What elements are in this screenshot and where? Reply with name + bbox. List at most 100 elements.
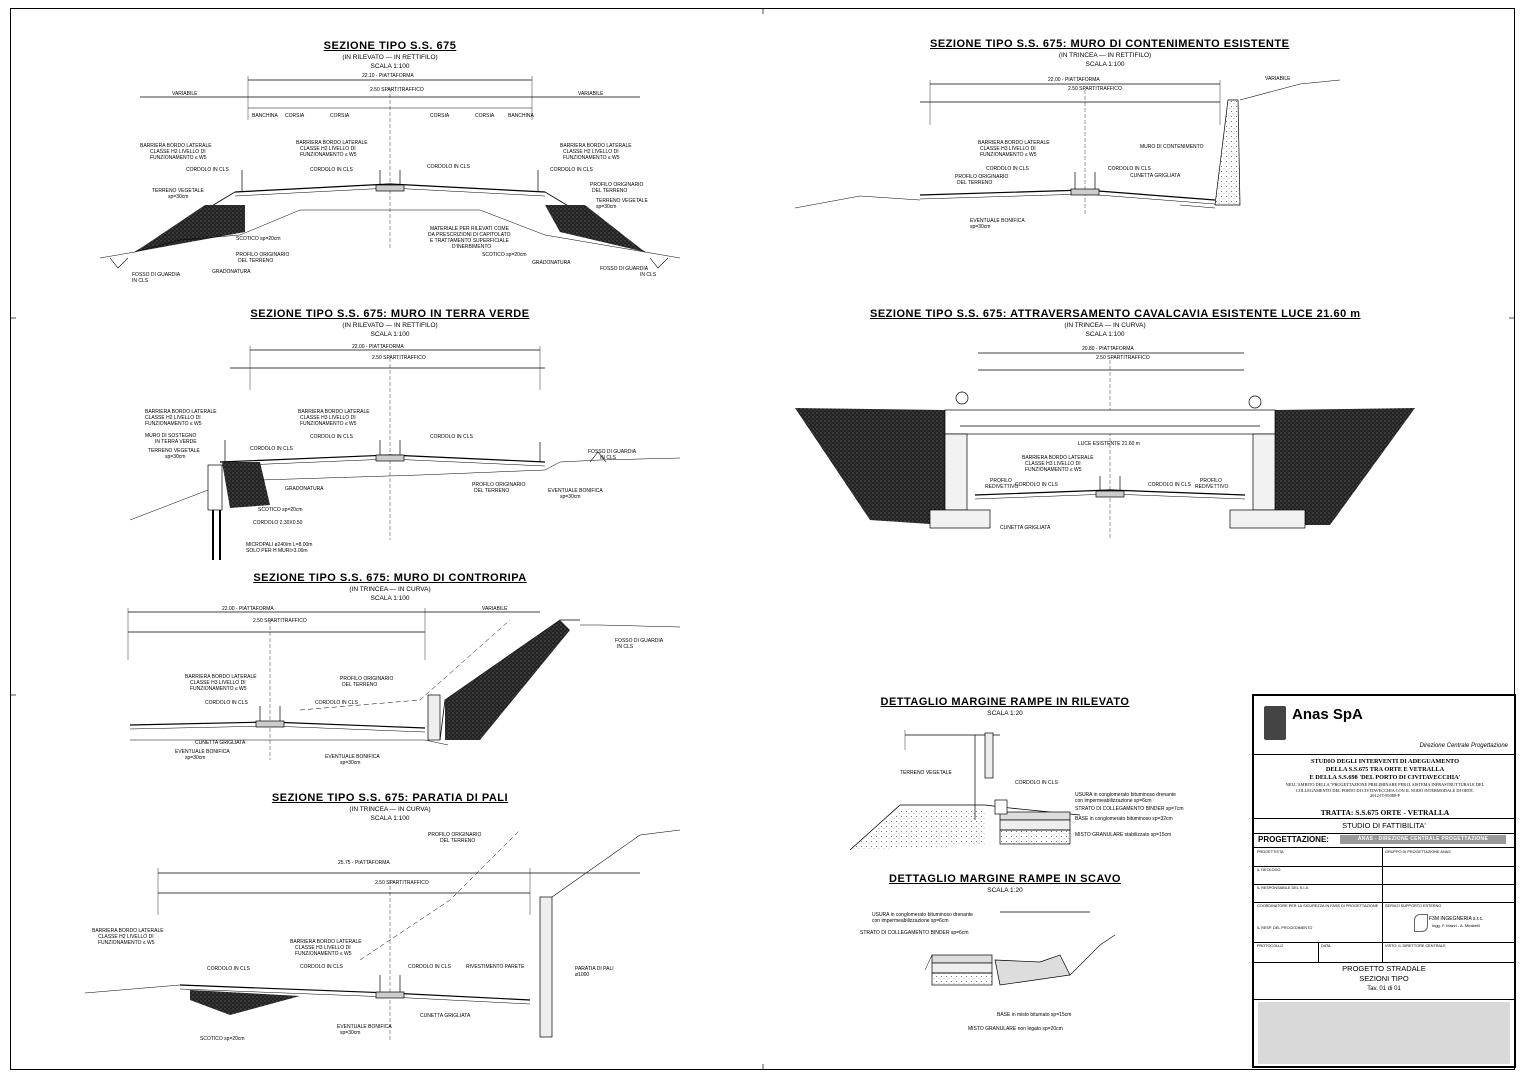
s2-cordolo-mid2: CORDOLO IN CLS — [430, 434, 473, 440]
progettista-label: PROGETTISTA — [1257, 850, 1284, 854]
s1-incls-right: IN CLS — [640, 272, 657, 278]
s1-scotico-left: SCOTICO sp=20cm — [236, 236, 281, 242]
s1-funz-left: FUNZIONAMENTO ≤ W5 — [150, 155, 207, 161]
s1-variabile-left: VARIABILE — [172, 91, 198, 97]
s4-barriera-mid: BARRIERA BORDO LATERALE — [290, 939, 362, 945]
s1-gradonatura-right: GRADONATURA — [532, 260, 571, 266]
section-1-subtitle: (IN RILEVATO — IN RETTIFILO) — [342, 54, 438, 61]
s4-profilo: PROFILO ORIGINARIO — [428, 832, 481, 838]
s1-funz-mid: FUNZIONAMENTO ≤ W5 — [300, 152, 357, 158]
row-coordinatore: COORDINATORE PER LA SICUREZZA IN FASE DI… — [1254, 902, 1514, 943]
section-4-drawing — [84, 829, 681, 1040]
s6-piattaforma: 20.80 - PIATTAFORMA — [1082, 346, 1134, 352]
drawing-name: PROGETTO STRADALE SEZIONI TIPO Tav. 01 d… — [1254, 962, 1514, 1000]
d7-cordolo: CORDOLO IN CLS — [1015, 780, 1058, 786]
s5-funz: FUNZIONAMENTO ≤ W5 — [980, 152, 1037, 158]
row-geologo: IL GEOLOGO — [1254, 866, 1514, 885]
s3-eventuale-sp-left: sp=30cm — [185, 755, 205, 761]
s5-spartitraffico: 2.50 SPARTITRAFFICO — [1068, 86, 1122, 92]
s3-fosso: FOSSO DI GUARDIA — [615, 638, 664, 644]
sezioni-tipo: SEZIONI TIPO — [1359, 974, 1409, 983]
s6-barriera: BARRIERA BORDO LATERALE — [1022, 455, 1094, 461]
s1-banchina-left: BANCHINA — [252, 113, 279, 119]
s2-eventuale: EVENTUALE BONIFICA — [548, 488, 603, 494]
s5-delterreno: DEL TERRENO — [957, 180, 992, 186]
supporto-label: SERVIZI SUPPORTO ESTERNO — [1385, 904, 1442, 908]
section-title-5: SEZIONE TIPO S.S. 675: MURO DI CONTENIME… — [930, 38, 1289, 68]
s4-funz-left: FUNZIONAMENTO ≤ W5 — [98, 940, 155, 946]
responsabile-label: IL RESPONSABILE DEL S.I.A. — [1257, 886, 1310, 890]
s5-classe: CLASSE H3 LIVELLO DI — [980, 146, 1036, 152]
tratta-label: TRATTA: S.S.675 ORTE - VETRALLA — [1320, 808, 1450, 817]
section-3-subtitle: (IN TRINCEA — IN CURVA) — [349, 586, 431, 593]
s1-classe-right: CLASSE H2 LIVELLO DI — [563, 149, 619, 155]
company-name: Anas SpA — [1292, 706, 1363, 723]
s5-eventuale-sp: sp=30cm — [970, 224, 990, 230]
f3m-label: F3M INGEGNERIA s.r.c. — [1429, 916, 1484, 922]
detail-7-drawing — [849, 730, 1081, 851]
d8-usura: USURA in conglomerato bituminoso drenant… — [872, 912, 973, 918]
s1-classe-left: CLASSE H2 LIVELLO DI — [150, 149, 206, 155]
s4-cordolo-right: CORDOLO IN CLS — [408, 964, 451, 970]
logo-area: Anas SpA Direzione Centrale Progettazion… — [1258, 702, 1508, 752]
s6-cordolo-right: CORDOLO IN CLS — [1148, 482, 1191, 488]
s1-profilo-right: PROFILO ORIGINARIO — [590, 182, 643, 188]
s2-scotico: SCOTICO sp=20cm — [258, 507, 303, 513]
s6-profilo-right-1: PROFILO — [1200, 478, 1222, 484]
s2-terreno: TERRENO VEGETALE — [148, 448, 201, 454]
s3-variabile: VARIABILE — [482, 606, 508, 612]
section-6-subtitle: (IN TRINCEA — IN CURVA) — [1064, 322, 1146, 329]
s2-eventuale-sp: sp=30cm — [560, 494, 580, 500]
context-line-1: NELL'AMBITO DELLA "PROGETTAZIONE PRELIMI… — [1285, 782, 1485, 787]
s3-eventuale-sp-right: sp=30cm — [340, 760, 360, 766]
s5-eventuale: EVENTUALE BONIFICA — [970, 218, 1025, 224]
f3m-names: Ingg. F. Mazzi - A. Mirabelli — [1432, 923, 1480, 928]
f3m-logo-icon — [1414, 914, 1428, 932]
d8-binder: STRATO DI COLLEGAMENTO BINDER sp=6cm — [860, 930, 969, 936]
s6-cunetta: CUNETTA GRIGLIATA — [1000, 525, 1051, 531]
s1-corsia-4: CORSIA — [475, 113, 495, 119]
progettazione-label: PROGETTAZIONE: — [1258, 835, 1329, 844]
section-2-title: SEZIONE TIPO S.S. 675: MURO IN TERRA VER… — [250, 308, 530, 320]
fattibilita-label: STUDIO DI FATTIBILITA' — [1254, 818, 1514, 834]
section-6-drawing — [795, 352, 1415, 540]
d8-base: BASE in misto bitumato sp=15cm — [997, 1012, 1071, 1018]
s3-cunetta: CUNETTA GRIGLIATA — [195, 740, 246, 746]
protocollo-label: PROTOCOLLO — [1257, 944, 1284, 948]
s1-banchina-right: BANCHINA — [508, 113, 535, 119]
progettazione-row: PROGETTAZIONE: ANAS - DIREZIONE CENTRALE… — [1254, 832, 1514, 848]
s1-spartitraffico: 2.50 SPARTITRAFFICO — [370, 87, 424, 93]
s4-paratia-2: ø1000 — [575, 972, 589, 978]
s4-scotico: SCOTICO sp=20cm — [200, 1036, 245, 1042]
s4-eventuale-sp: sp=30cm — [340, 1030, 360, 1036]
stamp-area — [1258, 1002, 1510, 1064]
visto-label: VISTO: IL DIRETTORE CENTRALE — [1385, 944, 1446, 948]
s2-cordolo-left: CORDOLO IN CLS — [250, 446, 293, 452]
s1-terreno-sp-left: sp=30cm — [168, 194, 188, 200]
section-4-title: SEZIONE TIPO S.S. 675: PARATIA DI PALI — [271, 792, 509, 804]
section-3-scale: SCALA 1:100 — [370, 595, 410, 602]
section-7-title: DETTAGLIO MARGINE RAMPE IN RILEVATO — [880, 696, 1130, 708]
s3-spartitraffico: 2.50 SPARTITRAFFICO — [253, 618, 307, 624]
s6-luce: LUCE ESISTENTE 21.60 m — [1078, 441, 1140, 447]
section-title-1: SEZIONE TIPO S.S. 675 (IN RILEVATO — IN … — [290, 40, 490, 70]
s1-fosso-right: FOSSO DI GUARDIA — [600, 266, 649, 272]
geologo-label: IL GEOLOGO — [1257, 868, 1281, 872]
section-4-scale: SCALA 1:100 — [370, 815, 410, 822]
section-6-scale: SCALA 1:100 — [1085, 331, 1125, 338]
s5-cunetta: CUNETTA GRIGLIATA — [1130, 173, 1181, 179]
d7-usura2: con impermeabilizzazione sp=6cm — [1075, 798, 1152, 804]
s6-profilo-right-2: REDIVETTIVO — [1195, 484, 1228, 490]
s2-muro-2: IN TERRA VERDE — [155, 439, 197, 445]
section-4-subtitle: (IN TRINCEA — IN CURVA) — [349, 806, 431, 813]
section-7-scale: SCALA 1:20 — [987, 710, 1023, 717]
title-block: Anas SpA Direzione Centrale Progettazion… — [1252, 694, 1516, 1068]
d7-terreno: TERRENO VEGETALE — [900, 770, 953, 776]
d7-usura: USURA in conglomerato bituminoso drenant… — [1075, 792, 1176, 798]
s2-delterreno: DEL TERRENO — [474, 488, 509, 494]
s3-eventuale-left: EVENTUALE BONIFICA — [175, 749, 230, 755]
s4-rivestimento: RIVESTIMENTO PARETE — [466, 964, 525, 970]
s5-piattaforma: 22.00 - PIATTAFORMA — [1048, 77, 1100, 83]
tavola-number: Tav. 01 di 01 — [1367, 986, 1401, 992]
sheet-border — [10, 8, 1515, 1070]
